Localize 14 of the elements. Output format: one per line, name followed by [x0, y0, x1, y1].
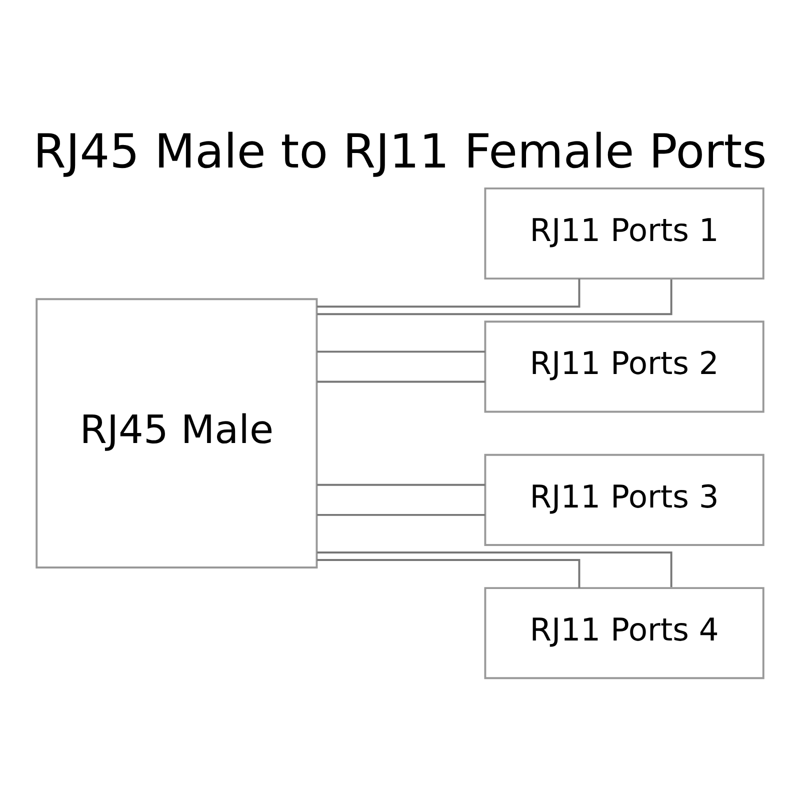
- node-box: RJ11 Ports 1: [484, 187, 764, 280]
- node-box: RJ45 Male: [36, 298, 318, 568]
- connector: [317, 514, 486, 516]
- node-box: RJ11 Ports 2: [484, 320, 764, 413]
- connector: [316, 559, 580, 588]
- node-box: RJ11 Ports 4: [484, 587, 764, 680]
- connector: [317, 350, 486, 353]
- connector: [317, 380, 486, 383]
- connector: [316, 278, 580, 308]
- diagram-title: RJ45 Male to RJ11 Female Ports: [33, 124, 767, 180]
- connector: [317, 551, 672, 588]
- connector: [317, 484, 486, 486]
- connector: [317, 279, 672, 316]
- node-box: RJ11 Ports 3: [484, 454, 764, 546]
